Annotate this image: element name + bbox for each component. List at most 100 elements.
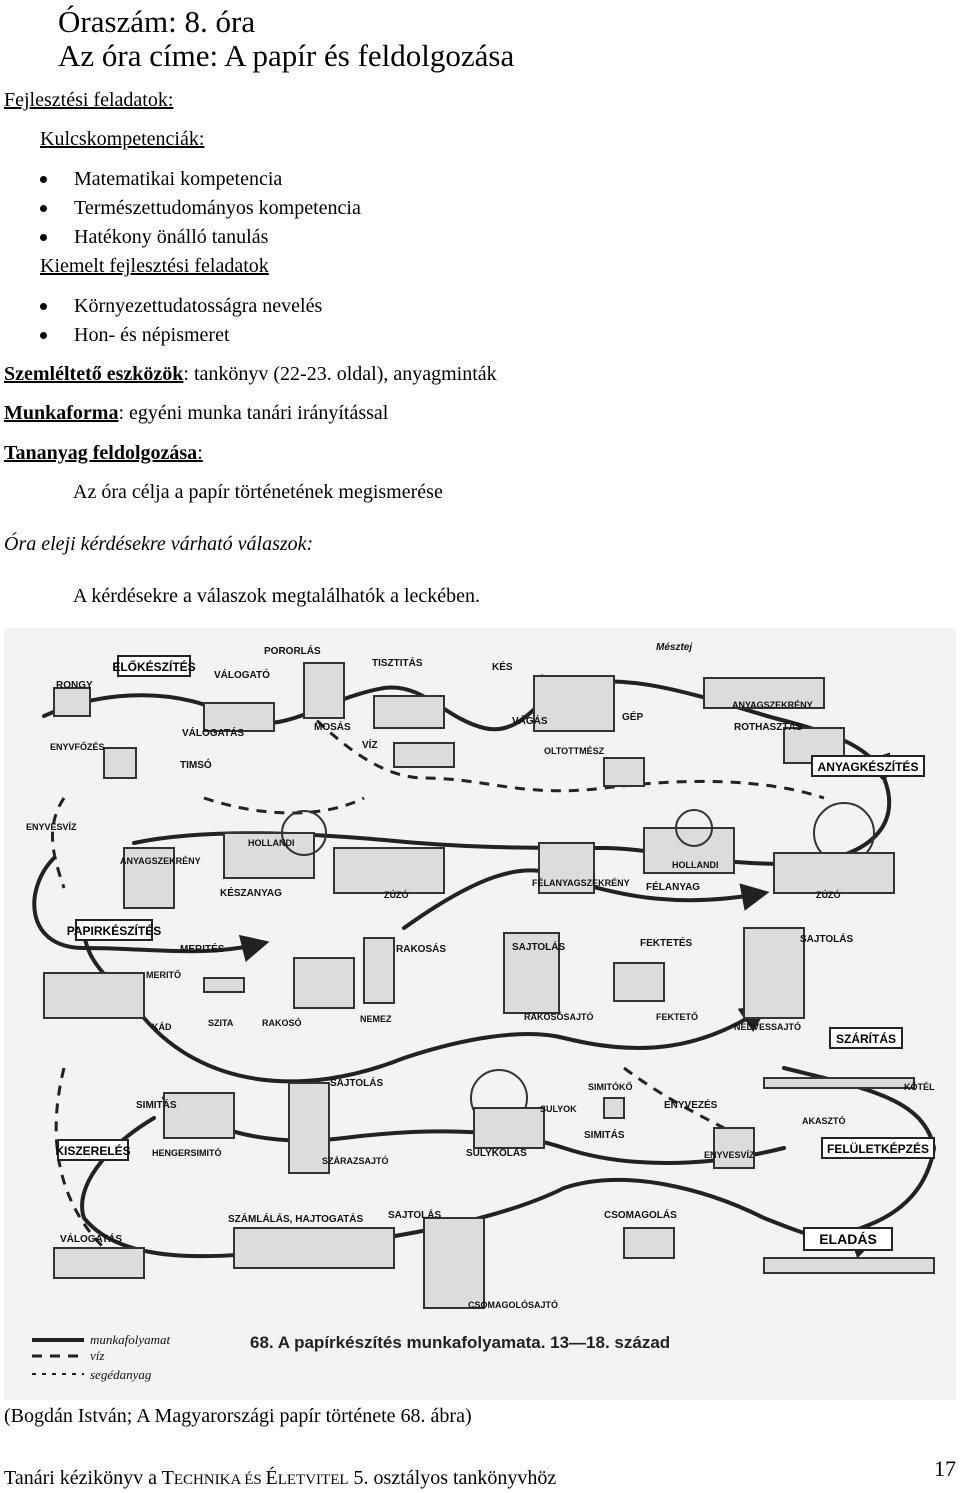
figure-caption: 68. A papírkészítés munkafolyamata. 13—1…	[250, 1333, 670, 1352]
footer-text: Tanári kézikönyv a TECHNIKA ÉS ÉLETVITEL…	[4, 1466, 556, 1492]
legend-aux: segédanyag	[90, 1367, 152, 1382]
label-mosas: MOSÁS	[314, 720, 351, 733]
development-tasks-heading: Fejlesztési feladatok:	[4, 89, 174, 111]
label-kes: KÉS	[492, 660, 513, 673]
work-form-label: Munkaforma	[4, 402, 119, 424]
label-fektetes: FEKTETÉS	[640, 936, 693, 949]
label-szamlalas: SZÁMLÁLÁS, HAJTOGATÁS	[228, 1212, 364, 1225]
processing-line: Tananyag feldolgozása:	[4, 441, 203, 465]
label-tisztitas: TISZTITÁS	[372, 656, 423, 669]
footer-mid: É	[265, 1467, 278, 1489]
processing-colon: :	[197, 442, 203, 464]
label-feluletkepzes: FELÜLETKÉPZÉS	[827, 1141, 929, 1156]
label-fekteto: FEKTETŐ	[656, 1011, 698, 1022]
label-mesztej: Mésztej	[656, 642, 692, 653]
lesson-number: Óraszám: 8. óra	[58, 4, 256, 39]
highlighted-tasks-heading: Kiemelt fejlesztési feladatok	[40, 255, 269, 277]
label-hollandi-1: HOLLANDI	[248, 838, 295, 848]
label-sajtolas-4: SAJTOLÁS	[388, 1208, 441, 1221]
list-item: Természettudományos kompetencia	[0, 194, 361, 223]
answers-heading: Óra eleji kérdésekre várható válaszok:	[4, 533, 314, 555]
label-sajtolas-2: SAJTOLÁS	[800, 932, 853, 945]
label-eladas: ELADÁS	[819, 1231, 877, 1247]
label-felanyag: FÉLANYAG	[646, 880, 700, 893]
label-valogatas: VÁLOGATÁS	[182, 726, 244, 739]
label-rakososajto: RAKOSÓSAJTÓ	[524, 1011, 594, 1022]
tools-line: Szemléltető eszközök: tankönyv (22-23. o…	[4, 362, 497, 386]
label-zuzo-2: ZÚZÓ	[816, 889, 841, 900]
processing-label: Tananyag feldolgozása	[4, 442, 198, 464]
key-competencies-list: Matematikai kompetencia Természettudomán…	[0, 165, 361, 252]
label-nemez: NEMEZ	[360, 1014, 392, 1024]
label-sulykolas: SULYKOLÁS	[466, 1146, 527, 1159]
label-porolas: PORORLÁS	[264, 644, 321, 657]
label-sajtolas-1: SAJTOLÁS	[512, 940, 565, 953]
label-papirkeszites: PAPIRKÉSZÍTÉS	[67, 923, 161, 938]
paper-process-diagram: ELŐKÉSZÍTÉS ANYAGKÉSZÍTÉS PAPIRKÉSZÍTÉS …	[4, 628, 956, 1400]
footer-prefix: Tanári kézikönyv a T	[4, 1467, 174, 1489]
label-kiszereles: KISZERELÉS	[55, 1143, 130, 1158]
label-rakosas: RAKOSÁS	[396, 942, 446, 955]
label-sajtolas-3: SAJTOLÁS	[330, 1076, 383, 1089]
label-anyagkeszites: ANYAGKÉSZÍTÉS	[818, 759, 919, 774]
label-hollandi-2: HOLLANDI	[672, 860, 719, 870]
highlighted-tasks-list: Környezettudatosságra nevelés Hon- és né…	[0, 292, 322, 350]
label-timso: TIMSÓ	[180, 758, 212, 771]
footer-smallcaps-2: LETVITEL	[277, 1472, 349, 1488]
list-item: Környezettudatosságra nevelés	[0, 292, 322, 321]
label-anyagszekreny-top: ANYAGSZEKRÉNY	[732, 700, 813, 710]
label-kotel: KÖTÉL	[904, 1082, 935, 1092]
label-gep: GÉP	[622, 710, 643, 723]
lesson-title: Az óra címe: A papír és feldolgozása	[58, 38, 515, 73]
label-simito: SIMITÓKŐ	[588, 1081, 633, 1092]
list-item: Hon- és népismeret	[0, 321, 322, 350]
lesson-goal: Az óra célja a papír történetének megism…	[73, 481, 443, 503]
label-merites: MERITÉS	[180, 942, 225, 955]
label-vagas: VÁGÁS	[512, 714, 548, 727]
label-rakoso: RAKOSÓ	[262, 1017, 302, 1028]
label-keszanyag: KÉSZANYAG	[220, 886, 282, 899]
label-valogato: VÁLOGATÓ	[214, 668, 270, 681]
label-csomagolosajto: CSOMAGOLÓSAJTÓ	[468, 1299, 558, 1310]
label-szaritas: SZÁRÍTÁS	[836, 1031, 896, 1046]
label-csomagolas: CSOMAGOLÁS	[604, 1208, 677, 1221]
diagram-legend: munkafolyamat víz segédanyag	[32, 1332, 171, 1382]
list-item: Hatékony önálló tanulás	[0, 223, 361, 252]
label-rongy: RONGY	[56, 680, 93, 691]
page-number: 17	[934, 1456, 956, 1481]
source-note: (Bogdán István; A Magyarországi papír tö…	[4, 1405, 472, 1427]
label-simitas-1: SIMITÁS	[136, 1098, 177, 1111]
label-oltottmesz: OLTOTTMÉSZ	[544, 746, 605, 756]
footer-suffix: 5. osztályos tankönyvhöz	[348, 1467, 557, 1489]
label-sulyok: SULYOK	[540, 1104, 577, 1114]
label-nedvessajto: NEDVESSAJTÓ	[734, 1021, 801, 1032]
label-valogatas-bottom: VÁLOGATÁS	[60, 1232, 122, 1245]
key-competencies-heading: Kulcskompetenciák:	[40, 128, 205, 150]
label-szarazsajto: SZÁRAZSAJTÓ	[322, 1155, 389, 1166]
list-item: Matematikai kompetencia	[0, 165, 361, 194]
footer-smallcaps-1: ECHNIKA ÉS	[173, 1472, 266, 1488]
label-enyvesviz-right: ENYVESVÍZ	[704, 1150, 755, 1160]
label-akaszto: AKASZTÓ	[802, 1115, 846, 1126]
legend-work: munkafolyamat	[90, 1332, 171, 1347]
label-zuzo-1: ZÚZÓ	[384, 889, 409, 900]
tools-value: : tankönyv (22-23. oldal), anyagminták	[183, 363, 497, 385]
label-enyvezes: ENYVEZÉS	[664, 1098, 718, 1111]
label-viz: VÍZ	[362, 738, 378, 751]
label-kad: KÁD	[152, 1022, 172, 1032]
label-rothasztas: ROTHASZTÁS	[734, 720, 803, 733]
work-form-line: Munkaforma: egyéni munka tanári irányítá…	[4, 401, 388, 425]
label-simitas-2: SIMITÁS	[584, 1128, 625, 1141]
tools-label: Szemléltető eszközök	[4, 363, 184, 385]
label-enyvfozes: ENYVFŐZÉS	[50, 741, 105, 752]
label-merito: MERITŐ	[146, 969, 181, 980]
label-hengersimito: HENGERSIMITÓ	[152, 1147, 222, 1158]
label-anyagszekreny-mid: ANYAGSZEKRÉNY	[120, 856, 201, 866]
label-felanyagszekreny: FÉLANYAGSZEKRÉNY	[532, 878, 630, 888]
legend-water: víz	[90, 1348, 104, 1363]
work-form-value: : egyéni munka tanári irányítással	[118, 402, 389, 424]
label-szita: SZITA	[208, 1018, 234, 1028]
label-elokeszites: ELŐKÉSZÍTÉS	[112, 659, 195, 674]
answers-text: A kérdésekre a válaszok megtalálhatók a …	[73, 585, 481, 607]
label-enyvesviz-left: ENYVESVÍZ	[26, 822, 77, 832]
